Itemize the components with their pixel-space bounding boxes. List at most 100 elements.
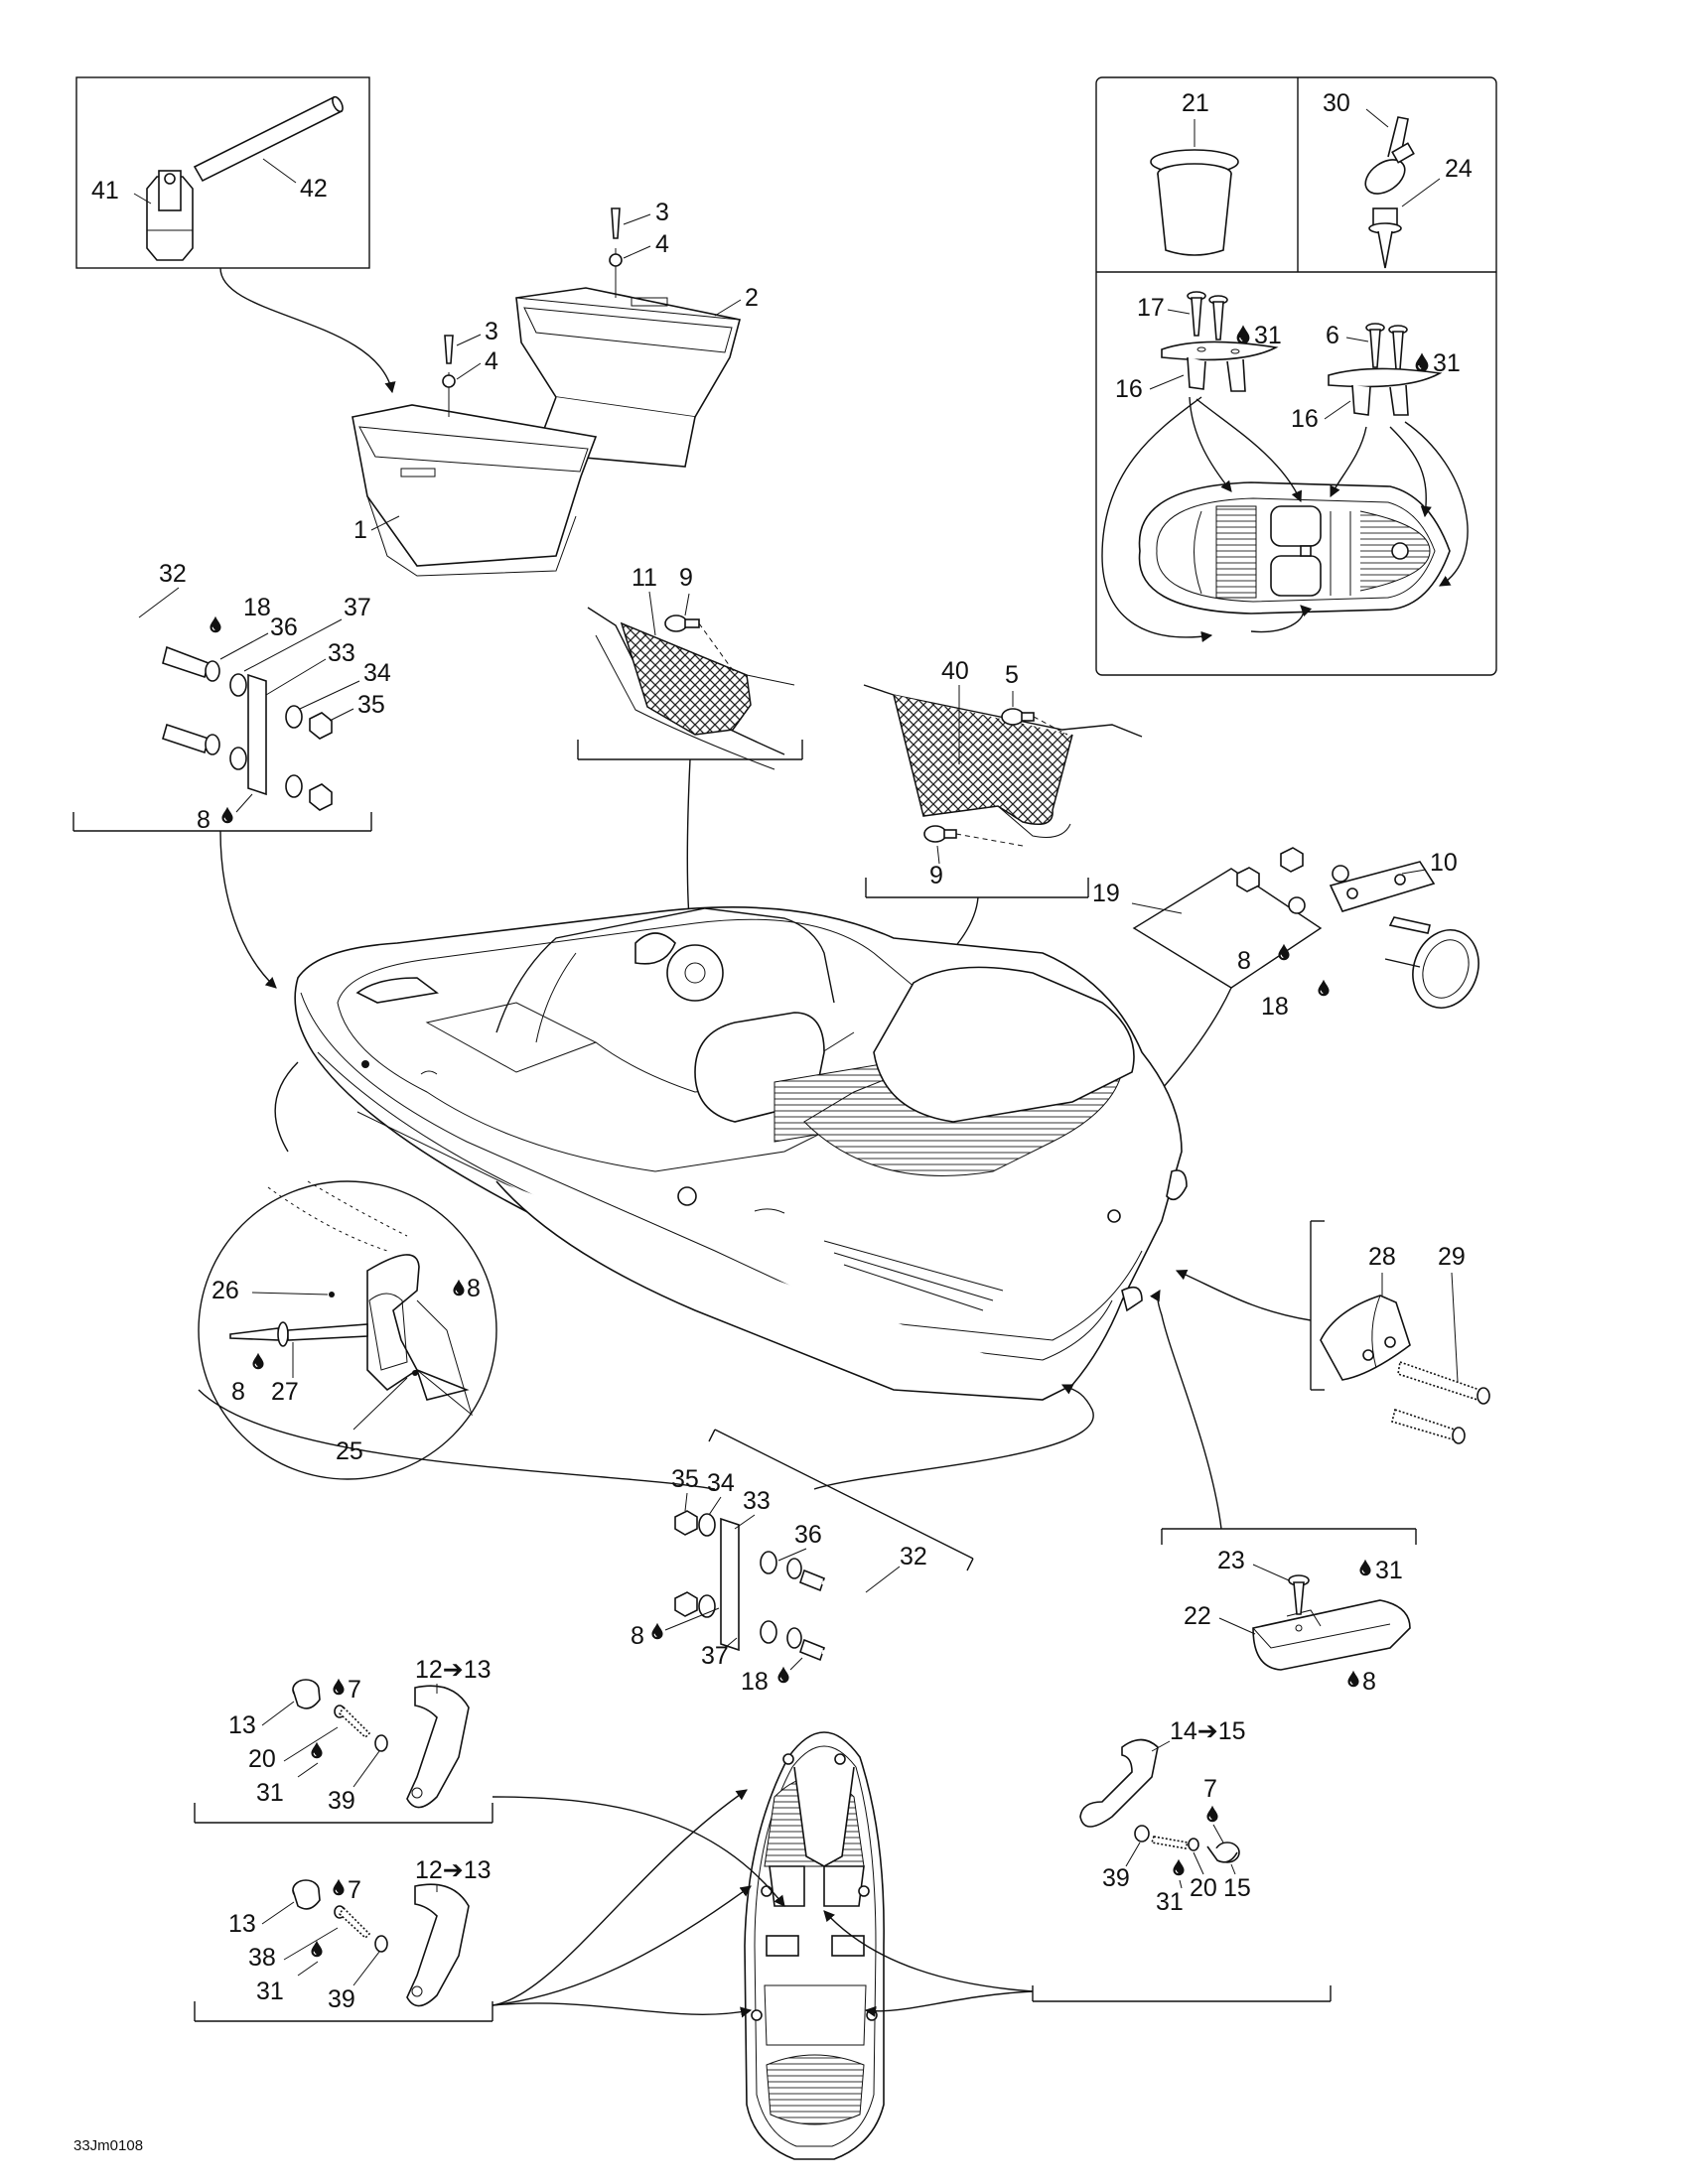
storage-net-small — [620, 621, 752, 736]
callout-37a: 37 — [344, 594, 371, 621]
retaining-strap — [1364, 116, 1415, 195]
callout-29: 29 — [1438, 1243, 1466, 1271]
droplet-icon — [650, 1622, 664, 1640]
droplet-icon — [452, 1279, 466, 1297]
storage-net-large-group: 40 5 9 — [843, 657, 1143, 1033]
callout-41: 41 — [91, 177, 119, 205]
storage-bin-2: 3 4 2 — [515, 199, 759, 468]
tow-eye-lower-group: 35 34 33 36 32 8 37 18 — [198, 1384, 1094, 1696]
callout-33a: 33 — [328, 639, 355, 667]
droplet-icon — [1172, 1858, 1186, 1876]
droplet-icon — [1346, 1670, 1360, 1688]
callout-39b: 39 — [328, 1985, 355, 2013]
droplet-icon — [332, 1678, 346, 1696]
callout-31f: 31 — [1156, 1888, 1184, 1916]
droplet-icon — [1317, 979, 1331, 997]
callout-37b: 37 — [701, 1642, 729, 1670]
callout-13b: 13 — [228, 1910, 256, 1938]
strake-group: 23 31 22 8 — [1150, 1290, 1417, 1696]
boat-top-view-small — [1138, 481, 1451, 614]
backing-plate-left — [247, 673, 267, 796]
callout-34a: 34 — [363, 659, 391, 687]
callout-30: 30 — [1323, 89, 1350, 117]
droplet-icon — [332, 1878, 346, 1896]
u-bolt-left — [88, 645, 210, 754]
callout-20a: 20 — [248, 1745, 276, 1773]
callout-8d: 8 — [231, 1378, 245, 1406]
boat-top-view-large — [492, 1731, 1034, 2160]
callout-9a: 9 — [679, 564, 693, 592]
callout-31c: 31 — [1375, 1557, 1403, 1584]
callout-22: 22 — [1184, 1602, 1211, 1630]
storage-net-large — [893, 694, 1073, 825]
callout-35a: 35 — [357, 691, 385, 719]
callout-17: 17 — [1137, 294, 1165, 322]
droplet-icon — [1414, 351, 1430, 373]
storage-net-small-group: 11 9 — [577, 564, 803, 1037]
callout-7c: 7 — [1203, 1775, 1217, 1803]
callout-32a: 32 — [159, 560, 187, 588]
droplet-icon — [251, 1352, 265, 1370]
cleat-left — [1161, 341, 1279, 392]
callout-8f: 8 — [1362, 1668, 1376, 1696]
backing-plate-lower — [720, 1517, 740, 1652]
callout-27: 27 — [271, 1378, 299, 1406]
callout-8a: 8 — [197, 806, 211, 834]
callout-18c: 18 — [741, 1668, 769, 1696]
callout-16a: 16 — [1115, 375, 1143, 403]
callout-31e: 31 — [256, 1978, 284, 2005]
callout-39c: 39 — [1102, 1864, 1130, 1892]
callout-31d: 31 — [256, 1779, 284, 1807]
callout-19: 19 — [1092, 880, 1120, 907]
callout-38: 38 — [248, 1944, 276, 1972]
callout-10: 10 — [1430, 849, 1458, 877]
callout-4b: 4 — [485, 347, 498, 375]
callout-6: 6 — [1326, 322, 1339, 349]
grab-handle-group-1: 12➔13 13 7 20 31 39 — [194, 1656, 493, 1824]
bracket — [1320, 1295, 1411, 1381]
callout-20b: 20 — [1190, 1874, 1217, 1902]
callout-36b: 36 — [794, 1521, 822, 1549]
callout-14: 14➔15 — [1170, 1717, 1246, 1745]
rub-rail-detail: 26 8 8 27 25 — [198, 1061, 497, 1480]
socket-wrench — [146, 170, 194, 261]
grab-handle-2 — [406, 1883, 470, 2007]
droplet-icon — [310, 1741, 324, 1759]
callout-9b: 9 — [929, 862, 943, 889]
storage-bin-1: 3 4 1 — [352, 318, 598, 577]
callout-13a: 13 — [228, 1711, 256, 1739]
callout-18b: 18 — [1261, 993, 1289, 1021]
droplet-icon — [1235, 324, 1251, 345]
grab-handle-group-2: 12➔13 13 7 38 31 39 — [194, 1856, 493, 2022]
callout-39a: 39 — [328, 1787, 355, 1815]
grab-handle-3 — [1079, 1738, 1159, 1828]
callout-23: 23 — [1217, 1547, 1245, 1574]
callout-36a: 36 — [270, 614, 298, 641]
droplet-icon — [220, 806, 234, 824]
callout-12b: 12➔13 — [415, 1856, 492, 1884]
callout-16b: 16 — [1291, 405, 1319, 433]
tool-kit-box: 41 42 — [75, 76, 396, 394]
callout-8b: 8 — [1237, 947, 1251, 975]
callout-34b: 34 — [707, 1469, 735, 1497]
callout-7b: 7 — [348, 1876, 361, 1904]
callout-15: 15 — [1223, 1874, 1251, 1902]
cleat-screws-right — [1365, 323, 1408, 370]
grab-handle-1 — [406, 1685, 470, 1809]
callout-5: 5 — [1005, 661, 1019, 689]
callout-7a: 7 — [348, 1676, 361, 1704]
tow-eye-left-group: 32 18 36 37 33 34 35 8 — [72, 560, 391, 989]
steering-wheel — [666, 944, 724, 1002]
callout-18a: 18 — [243, 594, 271, 621]
callout-3b: 3 — [485, 318, 498, 345]
callout-25: 25 — [336, 1437, 363, 1465]
stern-ring — [1384, 929, 1479, 1009]
callout-35b: 35 — [671, 1465, 699, 1493]
bumper-bracket-group: 28 29 — [1175, 1220, 1490, 1444]
t-bar-rod — [193, 95, 344, 183]
callout-4a: 4 — [655, 230, 669, 258]
callout-26: 26 — [211, 1277, 239, 1304]
callout-8e: 8 — [631, 1622, 644, 1650]
droplet-icon — [1205, 1805, 1219, 1823]
